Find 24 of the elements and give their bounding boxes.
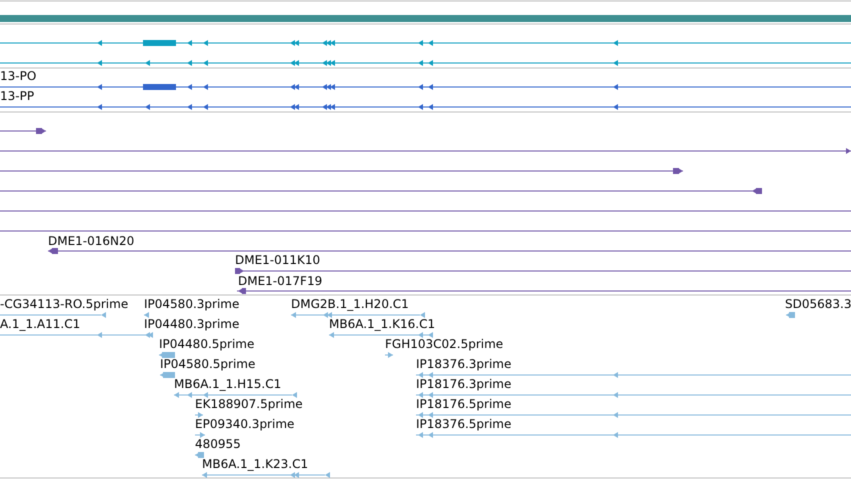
feature-label: DMG2B.1_1.H20.C1	[291, 297, 409, 311]
feature-label: A.1_1.A11.C1	[0, 317, 80, 331]
feature-label: SD05683.3	[785, 297, 851, 311]
feature-label: -CG34113-RO.5prime	[0, 297, 128, 311]
feature-label: DME1-011K10	[235, 253, 320, 267]
feature-label: IP18176.3prime	[416, 377, 512, 391]
feature-label: FGH103C02.5prime	[385, 337, 504, 351]
feature-label: IP18376.3prime	[416, 357, 512, 371]
feature-label: MB6A.1_1.K16.C1	[329, 317, 436, 331]
feature-label: DME1-017F19	[238, 274, 322, 288]
feature-label: IP04580.3prime	[144, 297, 240, 311]
feature-label: IP04580.5prime	[160, 357, 256, 371]
feature-label: IP18376.5prime	[416, 417, 512, 431]
feature-label: EP09340.3prime	[195, 417, 294, 431]
feature-label: MB6A.1_1.K23.C1	[202, 457, 308, 471]
feature-label: IP18176.5prime	[416, 397, 512, 411]
feature-label: EK188907.5prime	[195, 397, 303, 411]
feature-label: 13-PO	[0, 69, 36, 83]
feature-label: 13-PP	[0, 89, 34, 103]
feature-label: IP04480.3prime	[144, 317, 240, 331]
feature-label: DME1-016N20	[48, 234, 134, 248]
feature-label: MB6A.1_1.H15.C1	[174, 377, 282, 391]
feature-label: IP04480.5prime	[159, 337, 254, 351]
feature-label: 480955	[195, 437, 241, 451]
